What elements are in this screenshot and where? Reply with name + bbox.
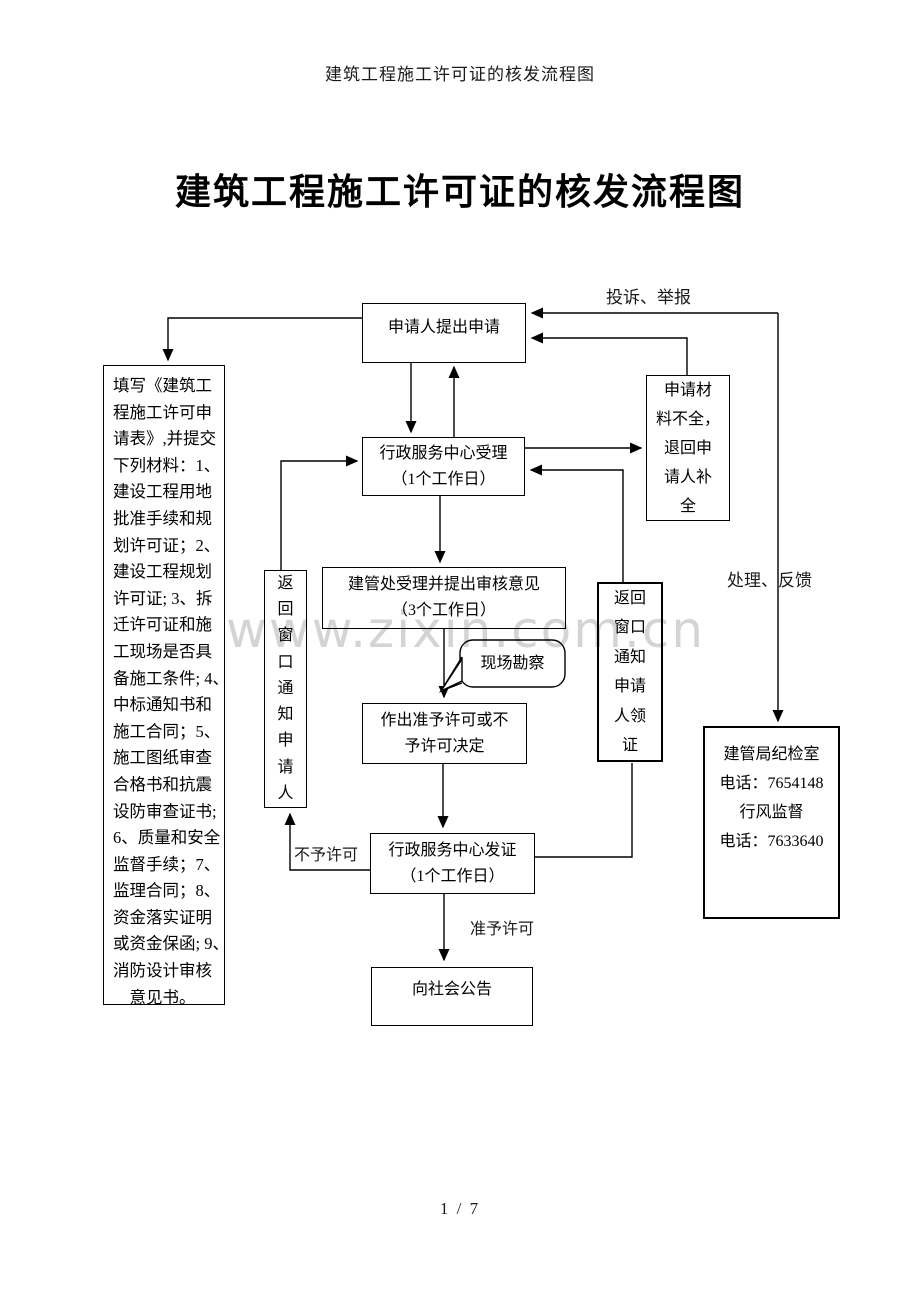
site-survey-label: 现场勘察 (480, 655, 545, 672)
document-header: 建筑工程施工许可证的核发流程图 (325, 65, 595, 84)
box-issue-certificate: 行政服务中心发证 （1个工作日） (370, 833, 535, 894)
box-applicant-submit: 申请人提出申请 (362, 303, 526, 363)
line-collect-to-accept (529, 464, 624, 582)
line-apply-to-materials (162, 317, 363, 362)
label-deny-permit: 不予许可 (294, 847, 359, 864)
box-materials-list: 填写《建筑工 程施工许可申 请表》,并提交 下列材料：1、 建设工程用地 批准手… (103, 365, 229, 1007)
line-issue-to-notify (284, 812, 370, 871)
page-title: 建筑工程施工许可证的核发流程图 (174, 171, 745, 212)
box-service-center-accept: 行政服务中心受理 （1个工作日） (362, 437, 525, 496)
line-incomplete-to-apply (530, 332, 688, 375)
box-materials-incomplete: 申请材 料不全， 退回申 请人补 全 (646, 375, 730, 521)
site-survey-bubble-tail-outline (439, 656, 463, 693)
box-discipline-office: 建管局纪检室 电话：7654148 行风监督 电话：7633640 (703, 726, 840, 919)
label-grant-permit: 准予许可 (470, 921, 535, 938)
page-number: 1 / 7 (439, 1199, 481, 1218)
line-notify-to-accept (280, 455, 359, 570)
line-issue-to-collect (535, 763, 633, 858)
box-public-announce: 向社会公告 (371, 967, 533, 1026)
box-notify-collect-cert: 返回 窗口 通知 申请 人领 证 (597, 582, 663, 762)
label-handle-feedback: 处理、反馈 (727, 571, 812, 590)
box-review-opinion: 建管处受理并提出审核意见 （3个工作日） (322, 567, 566, 629)
box-permit-decision: 作出准予许可或不 予许可决定 (362, 703, 527, 764)
box-notify-applicant: 返 回 窗 口 通 知 申 请 人 (264, 570, 307, 808)
label-complaint-report: 投诉、举报 (606, 288, 691, 307)
